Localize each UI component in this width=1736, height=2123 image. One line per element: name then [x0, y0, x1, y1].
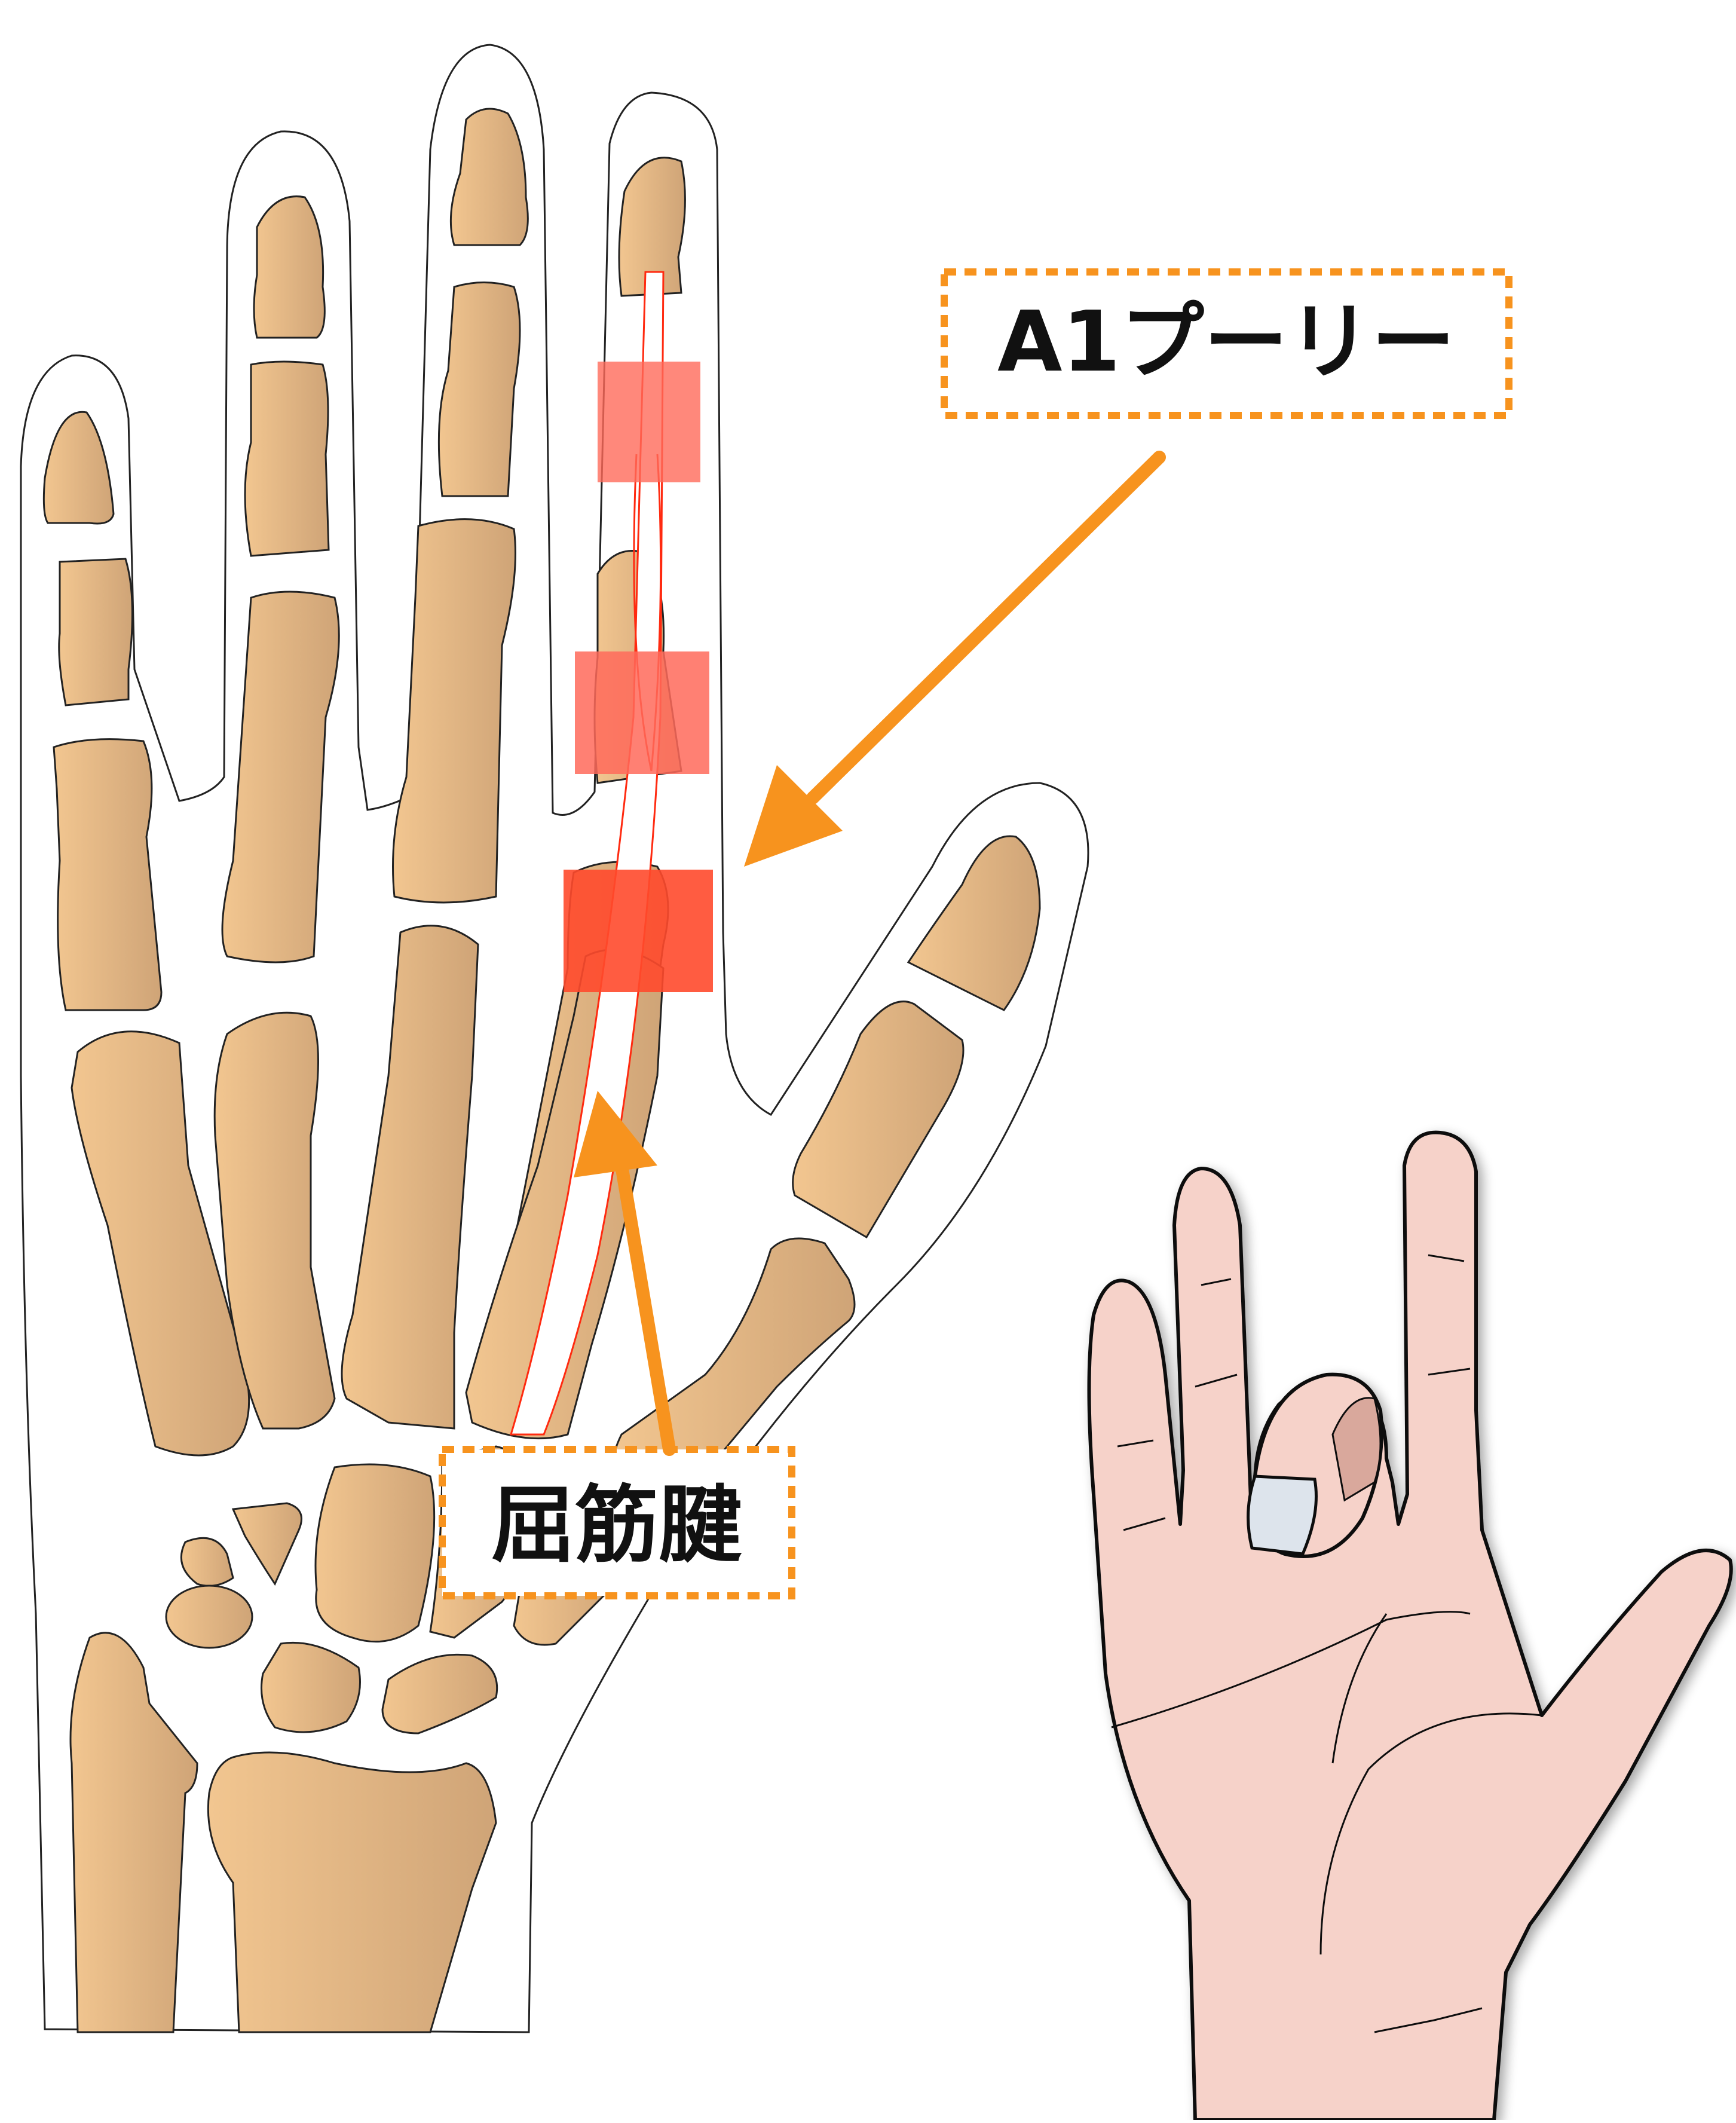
- middle-finger-proximal-bone: [392, 518, 516, 904]
- hand-skeleton-icon: [20, 44, 1089, 2033]
- triquetrum-bone: [165, 1584, 253, 1649]
- capitate-bone: [314, 1463, 436, 1643]
- tendon-label-text: 屈筋腱: [491, 1477, 742, 1574]
- ring-finger-middle-bone: [244, 360, 330, 557]
- hamate-bone: [231, 1502, 302, 1586]
- tendon-arrow-icon: [574, 1091, 676, 1456]
- pulley-label-box: [941, 268, 1513, 419]
- thumb-distal-bone: [907, 835, 1041, 1011]
- little-finger-proximal-bone: [53, 738, 163, 1011]
- palm-hand-outline: [1087, 1130, 1733, 2122]
- ring-finger-distal-bone: [253, 195, 326, 339]
- pulley-upper-icon: [598, 362, 700, 482]
- radius-bone: [207, 1751, 497, 2033]
- lunate-bone: [261, 1641, 361, 1733]
- thumb-proximal-bone: [792, 1001, 965, 1239]
- pisiform-bone: [180, 1537, 234, 1587]
- palm-crease-lines: [1111, 1254, 1542, 2033]
- tendon-label: 屈筋腱: [439, 1446, 795, 1599]
- tendon-label-box: [439, 1446, 795, 1599]
- middle-finger-middle-bone: [437, 282, 521, 497]
- pulley-label: A1プーリー: [941, 268, 1513, 419]
- pulley-label-text: A1プーリー: [997, 293, 1455, 391]
- ulna-bone: [69, 1632, 198, 2033]
- ring-metacarpal-bone: [213, 1011, 336, 1430]
- little-finger-distal-bone: [42, 411, 115, 525]
- pulley-middle-icon: [575, 651, 709, 774]
- trigger-finger-hand-icon: [1087, 1130, 1733, 2122]
- scaphoid-bone: [381, 1653, 498, 1735]
- nail-icon: [1247, 1475, 1318, 1556]
- ring-finger-proximal-bone: [221, 591, 340, 963]
- folded-finger-side-icon: [1331, 1397, 1382, 1502]
- middle-finger-distal-bone: [449, 108, 529, 246]
- middle-metacarpal-bone: [341, 925, 479, 1430]
- pulley-a1-icon: [564, 870, 713, 992]
- index-finger-distal-bone: [618, 157, 686, 297]
- little-metacarpal-bone: [71, 1030, 250, 1457]
- little-finger-middle-bone: [58, 558, 133, 706]
- pulley-arrow-icon: [744, 451, 1166, 867]
